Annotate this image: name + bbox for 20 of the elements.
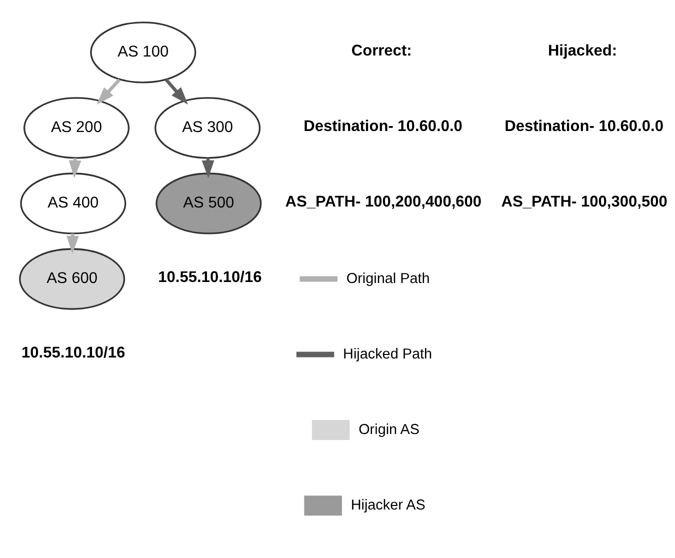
node-label: 10.55.10.10/16 <box>158 269 262 286</box>
node-ellipse: AS 600 <box>19 248 126 310</box>
label: AS_PATH- 100,200,400,600 <box>285 193 482 210</box>
legend-label: Original Path <box>346 270 430 287</box>
arrow <box>164 78 188 105</box>
label: Destination- 10.60.0.0 <box>304 118 462 135</box>
label: Hijacked: <box>548 42 618 60</box>
arrow <box>96 78 121 105</box>
node-ellipse: AS 300 <box>154 97 261 159</box>
legend-label: Origin AS <box>358 422 420 438</box>
node-ellipse: AS 400 <box>20 172 126 234</box>
legend-label: Hijacker AS <box>350 497 426 514</box>
node-ellipse: AS 500 <box>156 172 262 234</box>
node-ellipse: AS 100 <box>90 22 196 84</box>
label: AS_PATH- 100,300,500 <box>501 193 668 210</box>
node-ellipse: AS 200 <box>23 97 130 159</box>
label: Correct: <box>351 42 412 60</box>
legend-label: Hijacked Path <box>343 346 432 362</box>
label: Destination- 10.60.0.0 <box>504 118 664 135</box>
node-label: 10.55.10.10/16 <box>22 344 126 362</box>
